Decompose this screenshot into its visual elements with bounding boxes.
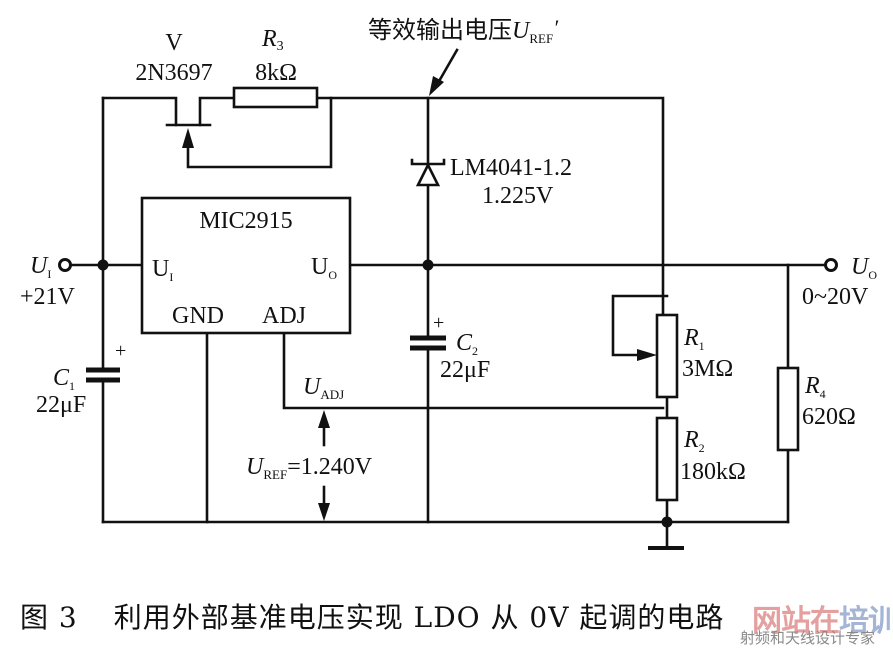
equiv-output-label: 等效输出电压UREF′ [368,15,559,46]
r1-designator: R1 [683,325,705,353]
arrow-up-icon [318,410,330,428]
wire-top-right [315,96,665,317]
ic-part: MIC2915 [199,208,292,234]
capacitor-c1 [86,367,120,383]
input-terminal [58,258,72,272]
r3-value: 8kΩ [255,60,297,86]
output-terminal-label: UO [851,254,877,282]
uref-label: UREF=1.240V [246,454,373,482]
output-terminal-value: 0~20V [802,284,869,310]
wire-r1-wiper [611,294,669,357]
c1-designator: C1 [53,365,75,393]
wire-top-left [101,96,178,127]
watermark-red: 网站 [752,604,811,639]
ic-pin-in: UI [152,256,173,284]
resistor-r3 [232,86,319,109]
c2-polarity: + [433,312,444,334]
equiv-output-pointer [429,48,459,96]
r1-value: 3MΩ [682,356,733,382]
capacitor-c2 [410,335,446,351]
pointer-arrow-icon [429,76,444,96]
r3-designator: R3 [261,26,284,54]
figure-number: 图 3 [20,601,78,634]
potentiometer-r1 [637,313,679,399]
transistor-designator: V [165,30,183,56]
r4-designator: R4 [804,373,826,401]
transistor-v [165,123,212,148]
ic-pin-gnd: GND [172,303,224,329]
zener-diode-lm4041 [410,158,446,187]
ic-pin-adj: ADJ [262,303,306,329]
zener-value: 1.225V [482,183,554,209]
arrow-down-icon [318,503,330,521]
wire-gate-loop [186,96,333,169]
junction-dot [661,516,673,528]
output-terminal [824,258,838,272]
wire-adj-pin [282,331,665,410]
r2-value: 180kΩ [680,459,746,485]
junction-dot [97,259,109,271]
resistor-r2 [655,416,679,502]
watermark-blue: 培训 [839,604,893,639]
uadj-label: UADJ [303,374,344,402]
c2-value: 22μF [440,357,490,383]
input-terminal-label: UI [30,253,51,281]
ic-mic2915 [140,196,352,335]
watermark-red2: 在 [810,604,840,639]
watermark-subtitle: 射频和天线设计专家 [740,629,876,647]
figure-caption: 图 3 利用外部基准电压实现 LDO 从 0V 起调的电路 [20,596,724,636]
ic-pin-out: UO [311,254,337,282]
input-terminal-value: +21V [20,284,76,310]
resistor-r4 [776,366,800,452]
transistor-part: 2N3697 [135,60,212,86]
figure-caption-text: 利用外部基准电压实现 LDO 从 0V 起调的电路 [113,601,725,634]
c2-designator: C2 [456,330,478,358]
watermark-logo: 网站在培训 [752,596,893,640]
wiper-arrow-icon [637,349,657,361]
junction-dot [422,259,434,271]
zener-part: LM4041-1.2 [450,155,572,181]
transistor-arrow-icon [182,128,194,148]
wire-transistor-r3 [198,96,236,127]
c1-polarity: + [115,340,126,362]
c1-value: 22μF [36,392,86,418]
circuit-schematic: V 2N3697 R3 8kΩ 等效输出电压UREF′ LM4041-1.2 1… [20,15,877,550]
r2-designator: R2 [683,427,705,455]
r4-value: 620Ω [802,404,856,430]
uref-dimension-arrow [318,410,330,521]
